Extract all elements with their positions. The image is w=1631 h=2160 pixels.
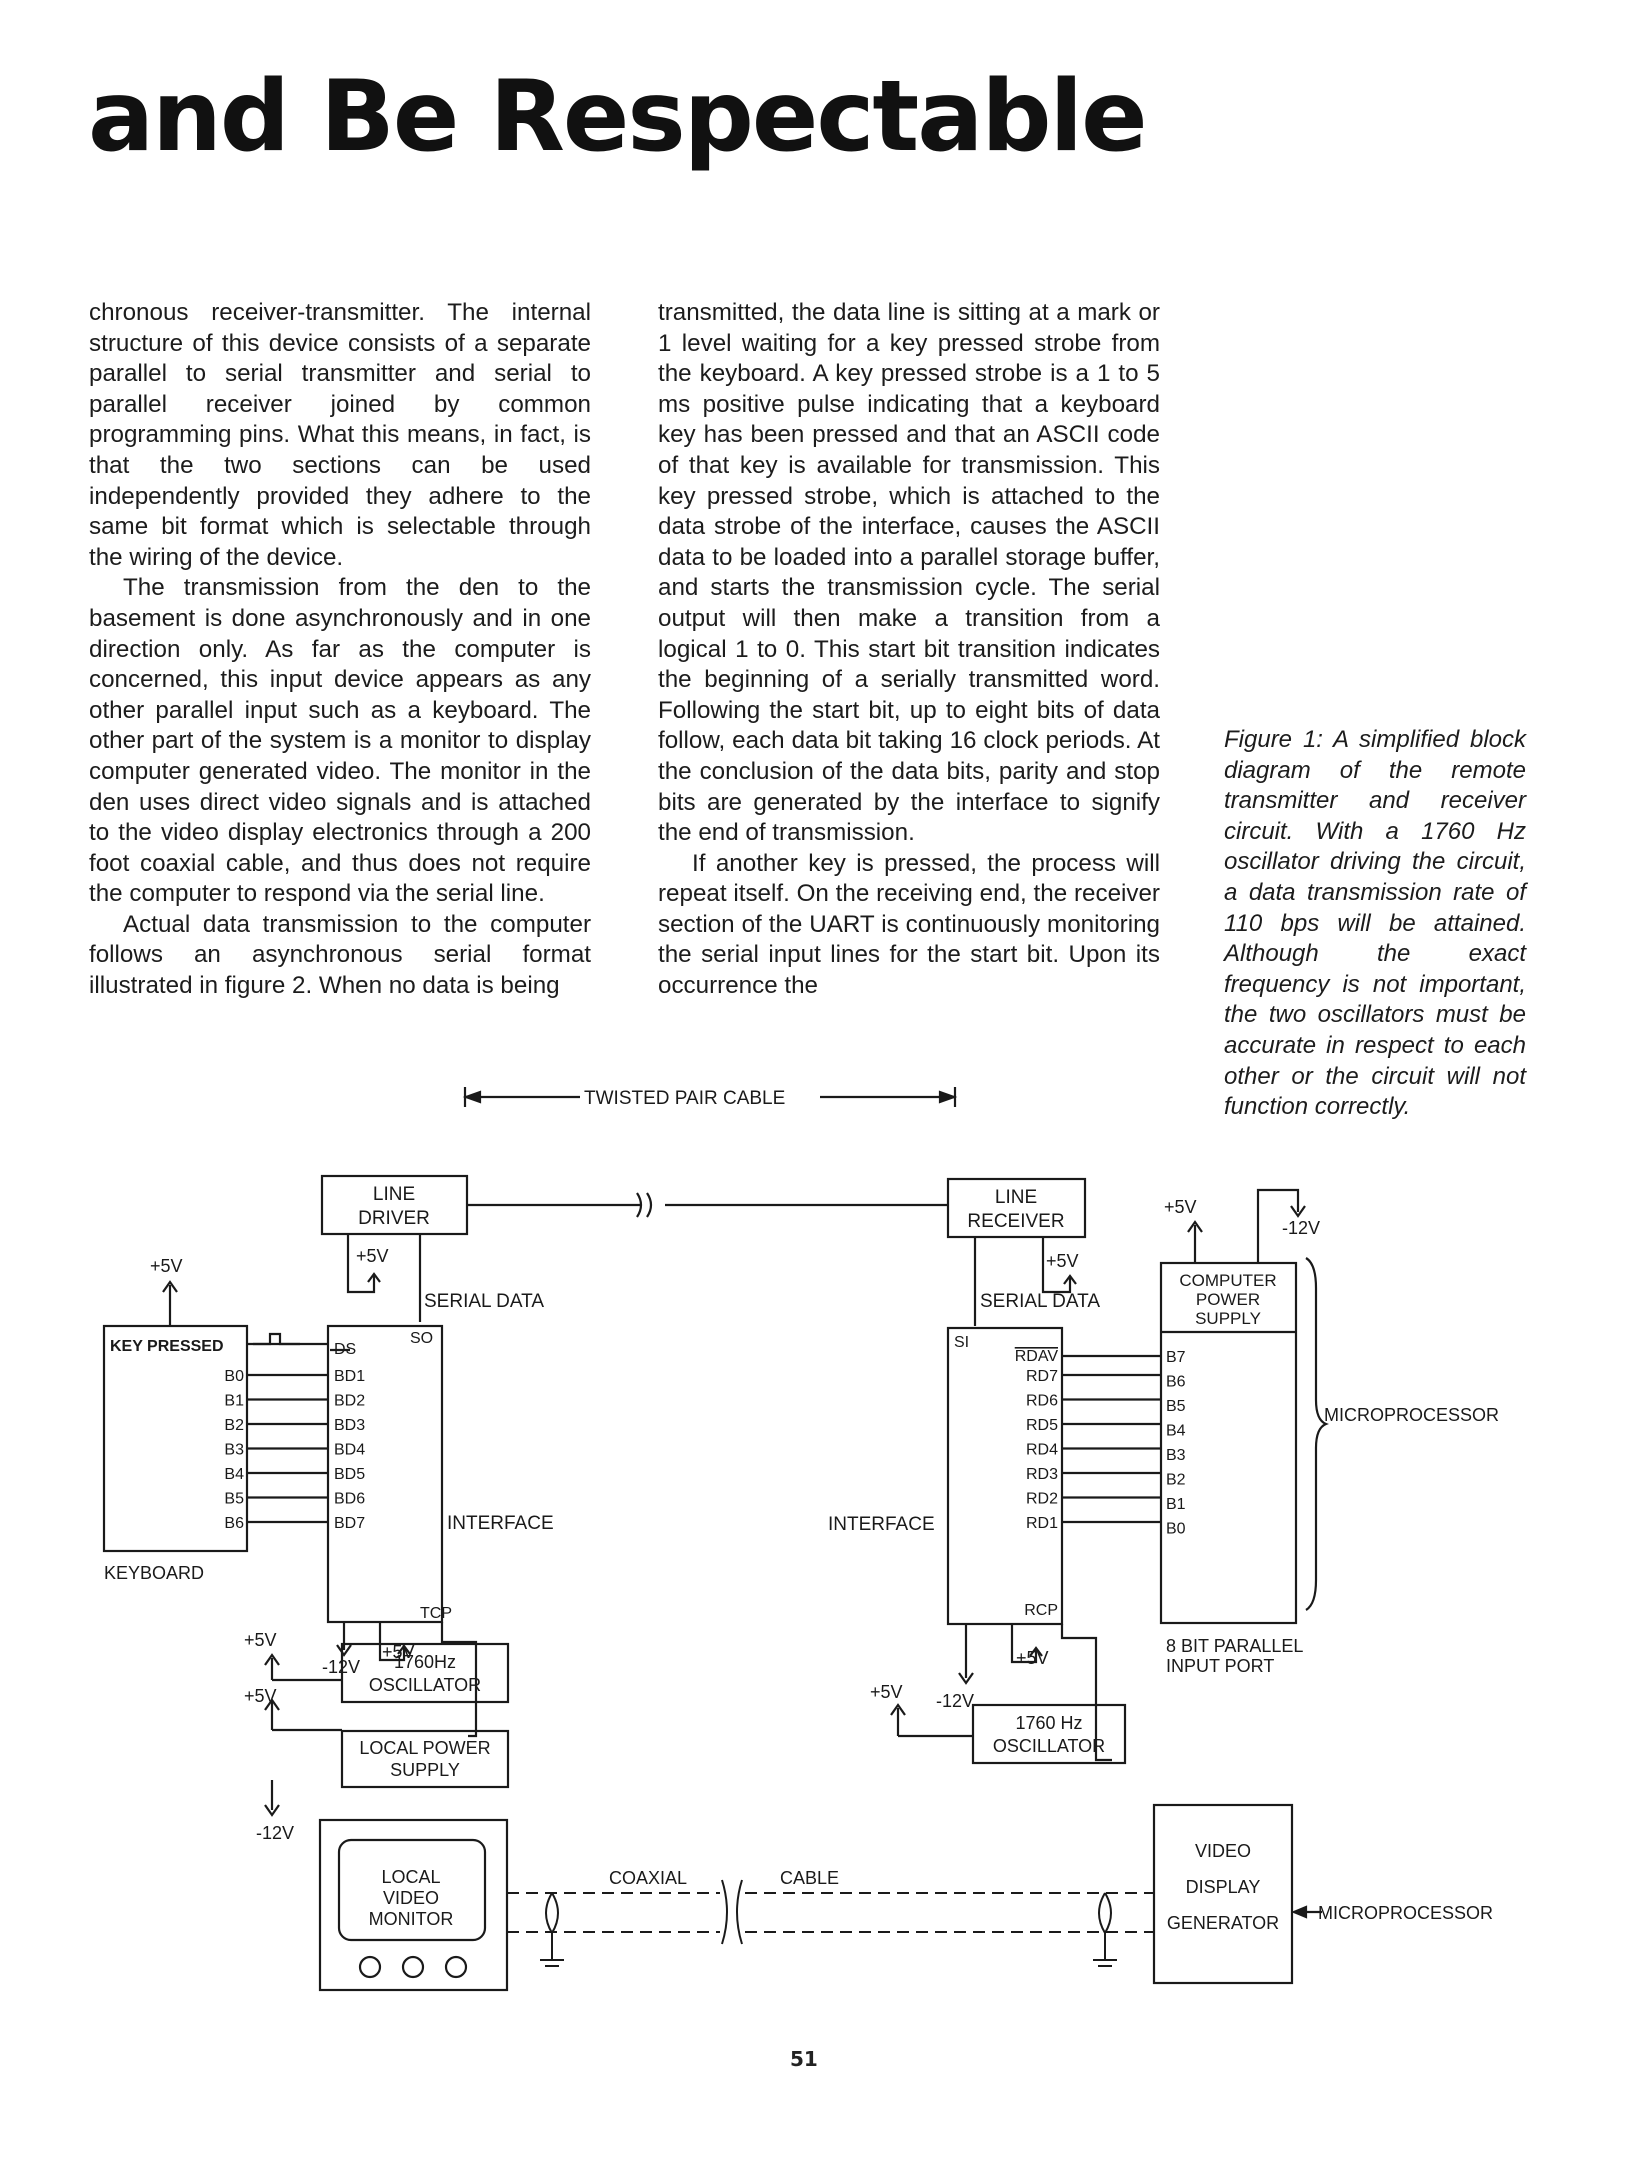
tx-interface-label: INTERFACE (447, 1513, 554, 1534)
serial-data-label: SERIAL DATA (424, 1291, 544, 1312)
rx-pin-label: RD1 (1026, 1515, 1058, 1532)
rx-pin-label: RD2 (1026, 1491, 1058, 1508)
so-pin-label: SO (410, 1330, 433, 1347)
keyboard-bit-label: B5 (224, 1491, 244, 1508)
minus12-label: -12V (1282, 1218, 1320, 1238)
paragraph: Actual data transmission to the computer… (89, 910, 591, 1000)
plus5-label: +5V (870, 1682, 903, 1702)
cpu-bit-label: B7 (1166, 1349, 1186, 1366)
key-pressed-label: KEY PRESSED (110, 1338, 224, 1355)
plus5-label: +5V (1046, 1251, 1079, 1271)
cpu-bit-label: B2 (1166, 1472, 1186, 1489)
computer-power-label: SUPPLY (1195, 1309, 1261, 1328)
tx-pin-label: BD6 (334, 1491, 365, 1508)
figure-caption: Figure 1: A simplified block diagram of … (1224, 726, 1526, 1121)
coaxial-label: COAXIAL (609, 1868, 687, 1888)
serial-data-label: SERIAL DATA (980, 1291, 1100, 1312)
vdg-label: VIDEO (1195, 1841, 1251, 1861)
tx-oscillator-label: OSCILLATOR (369, 1675, 481, 1695)
cpu-bit-label: B3 (1166, 1447, 1186, 1464)
cpu-bit-label: B6 (1166, 1374, 1186, 1391)
plus5-label: +5V (244, 1630, 277, 1650)
line-receiver-label: RECEIVER (967, 1211, 1064, 1232)
tx-pin-label: BD4 (334, 1442, 365, 1459)
rx-pin-label: RD6 (1026, 1393, 1058, 1410)
rx-pin-label: RD7 (1026, 1368, 1058, 1385)
page-number: 51 (790, 2047, 818, 2071)
keyboard-bit-label: B1 (224, 1393, 244, 1410)
plus5-label: +5V (356, 1246, 389, 1266)
tx-pin-label: BD2 (334, 1393, 365, 1410)
cpu-bit-label: B0 (1166, 1521, 1186, 1538)
rx-pin-label: RD5 (1026, 1417, 1058, 1434)
vdg-input-label: MICROPROCESSOR (1318, 1903, 1493, 1923)
plus5-label: +5V (1164, 1197, 1197, 1217)
rx-interface-label: INTERFACE (828, 1514, 935, 1535)
tx-oscillator-label: 1760Hz (394, 1652, 456, 1672)
minus12-label: -12V (936, 1691, 974, 1711)
keyboard-bit-label: B4 (224, 1466, 244, 1483)
ds-pin-label: DS (334, 1341, 356, 1358)
block-diagram: TWISTED PAIR CABLE LINE DRIVER LINE RECE… (102, 1087, 1499, 1992)
tcp-pin-label: TCP (420, 1605, 452, 1622)
paragraph: If another key is pressed, the process w… (658, 849, 1160, 1000)
keyboard-bit-label: B2 (224, 1417, 244, 1434)
keyboard-bit-label: B6 (224, 1515, 244, 1532)
paragraph: transmitted, the data line is sitting at… (658, 299, 1160, 847)
paragraph: The transmission from the den to the bas… (89, 574, 591, 908)
monitor-label: VIDEO (383, 1888, 439, 1908)
text-column-middle: transmitted, the data line is sitting at… (658, 298, 1160, 1002)
plus5-label: +5V (1016, 1648, 1049, 1668)
line-receiver-label: LINE (995, 1187, 1037, 1208)
minus12-label: -12V (322, 1657, 360, 1677)
twisted-pair-label: TWISTED PAIR CABLE (584, 1088, 785, 1109)
rx-oscillator-label: OSCILLATOR (993, 1736, 1105, 1756)
parallel-port-label: INPUT PORT (1166, 1656, 1274, 1676)
vdg-label: DISPLAY (1186, 1877, 1261, 1897)
vdg-label: GENERATOR (1167, 1913, 1279, 1933)
si-pin-label: SI (954, 1334, 969, 1351)
plus5-label: +5V (150, 1256, 183, 1276)
minus12-label: -12V (256, 1823, 294, 1843)
tx-pin-label: BD5 (334, 1466, 365, 1483)
cpu-bit-label: B4 (1166, 1423, 1186, 1440)
monitor-label: MONITOR (369, 1909, 454, 1929)
local-power-label: LOCAL POWER (359, 1738, 490, 1758)
rcp-pin-label: RCP (1024, 1602, 1058, 1619)
keyboard-label: KEYBOARD (104, 1563, 204, 1583)
tx-pin-label: BD7 (334, 1515, 365, 1532)
keyboard-bit-label: B0 (224, 1368, 244, 1385)
plus5-label: +5V (244, 1686, 277, 1706)
monitor-label: LOCAL (381, 1867, 440, 1887)
plus5-label: +5V (382, 1642, 415, 1662)
local-power-label: SUPPLY (390, 1760, 460, 1780)
line-driver-label: DRIVER (358, 1208, 430, 1229)
parallel-port-label: 8 BIT PARALLEL (1166, 1636, 1303, 1656)
rx-pin-label: RD4 (1026, 1442, 1058, 1459)
cpu-bit-label: B1 (1166, 1496, 1186, 1513)
line-driver-label: LINE (373, 1184, 415, 1205)
tx-pin-label: BD1 (334, 1368, 365, 1385)
microprocessor-label: MICROPROCESSOR (1324, 1405, 1499, 1425)
article-headline: and Be Respectable (88, 60, 1148, 174)
computer-power-label: POWER (1196, 1290, 1260, 1309)
cable-label: CABLE (780, 1868, 839, 1888)
rx-oscillator-label: 1760 Hz (1015, 1713, 1082, 1733)
keyboard-bit-label: B3 (224, 1442, 244, 1459)
computer-power-label: COMPUTER (1179, 1271, 1276, 1290)
text-column-left: chronous receiver-transmitter. The inter… (89, 298, 591, 1002)
rdav-pin-label: RDAV (1015, 1348, 1059, 1365)
rx-pin-label: RD3 (1026, 1466, 1058, 1483)
paragraph: chronous receiver-transmitter. The inter… (89, 299, 591, 571)
cpu-bit-label: B5 (1166, 1398, 1186, 1415)
tx-pin-label: BD3 (334, 1417, 365, 1434)
